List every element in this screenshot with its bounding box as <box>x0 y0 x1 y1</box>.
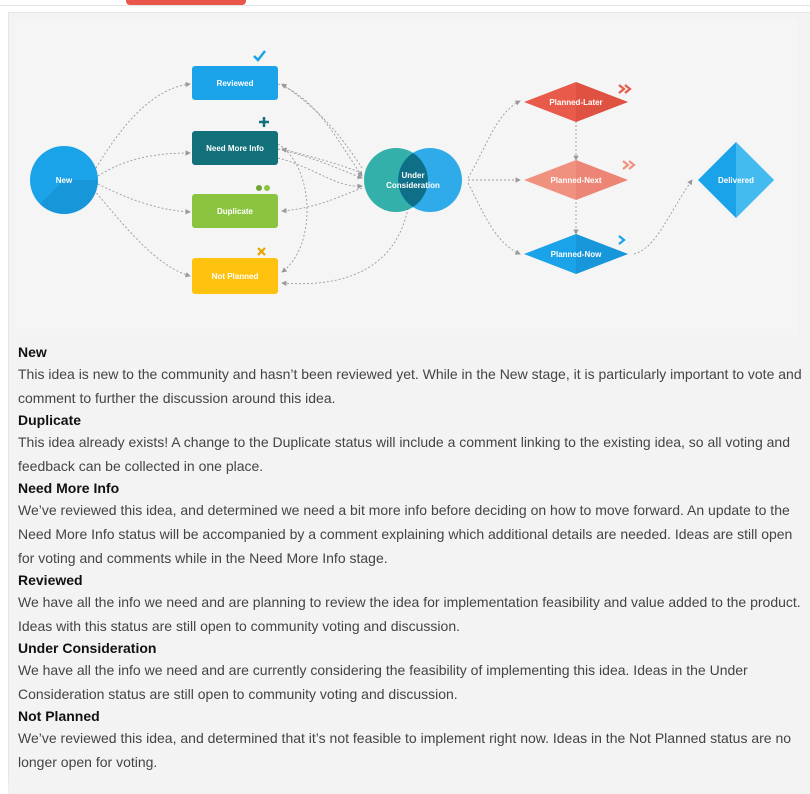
section-body: We have all the info we need and are cur… <box>18 662 748 702</box>
section-title: Need More Info <box>18 480 120 496</box>
node-not-planned: Not Planned <box>192 247 278 294</box>
section-reviewed: Reviewed We have all the info we need an… <box>18 570 802 638</box>
section-title: New <box>18 344 47 360</box>
section-title: Reviewed <box>18 572 83 588</box>
x-mark-icon <box>257 247 266 256</box>
node-delivered: Delivered <box>698 142 774 218</box>
section-body: We have all the info we need and are pla… <box>18 594 801 634</box>
node-under-consideration-label-2: Consideration <box>386 181 440 190</box>
double-chevron-icon <box>618 84 632 94</box>
section-title: Duplicate <box>18 412 82 428</box>
node-not-planned-label: Not Planned <box>212 272 259 281</box>
section-duplicate: Duplicate This idea already exists! A ch… <box>18 410 802 478</box>
active-tab-indicator <box>126 0 246 5</box>
node-planned-now-label: Planned-Now <box>551 250 602 259</box>
scroll-fade <box>8 781 810 793</box>
chevron-icon <box>618 235 626 245</box>
two-dots-icon <box>256 185 270 191</box>
section-body: This idea already exists! A change to th… <box>18 434 790 474</box>
section-need-more-info: Need More Info We’ve reviewed this idea,… <box>18 478 802 570</box>
checkmark-icon <box>253 50 266 62</box>
node-planned-later-label: Planned-Later <box>549 98 602 107</box>
node-new-label: New <box>56 176 73 185</box>
node-need-more-info-label: Need More Info <box>206 144 264 153</box>
section-not-planned: Not Planned We’ve reviewed this idea, an… <box>18 706 802 774</box>
section-under-consideration: Under Consideration We have all the info… <box>18 638 802 706</box>
node-planned-later: Planned-Later <box>524 82 632 122</box>
node-new: New <box>30 146 98 214</box>
node-planned-now: Planned-Now <box>524 234 628 274</box>
node-planned-next: Planned-Next <box>524 160 636 200</box>
section-body: We’ve reviewed this idea, and determined… <box>18 730 792 770</box>
node-reviewed-label: Reviewed <box>217 79 254 88</box>
section-title: Under Consideration <box>18 640 157 656</box>
node-under-consideration-label-1: Under <box>401 171 424 180</box>
section-body: This idea is new to the community and ha… <box>18 366 802 406</box>
section-title: Not Planned <box>18 708 100 724</box>
node-reviewed: Reviewed <box>192 50 278 100</box>
section-body: We’ve reviewed this idea, and determined… <box>18 502 793 566</box>
double-chevron-icon <box>622 160 636 170</box>
status-descriptions: New This idea is new to the community an… <box>18 342 802 774</box>
flow-connectors <box>93 81 693 287</box>
node-duplicate-label: Duplicate <box>217 207 254 216</box>
header-divider <box>0 5 810 6</box>
node-planned-next-label: Planned-Next <box>550 176 601 185</box>
node-duplicate: Duplicate <box>192 185 278 228</box>
node-under-consideration: Under Consideration <box>364 148 462 212</box>
status-flow-diagram: New Reviewed Need More Info Duplicate <box>16 18 798 335</box>
node-delivered-label: Delivered <box>718 176 754 185</box>
plus-icon <box>259 117 269 127</box>
node-need-more-info: Need More Info <box>192 117 278 165</box>
section-new: New This idea is new to the community an… <box>18 342 802 410</box>
